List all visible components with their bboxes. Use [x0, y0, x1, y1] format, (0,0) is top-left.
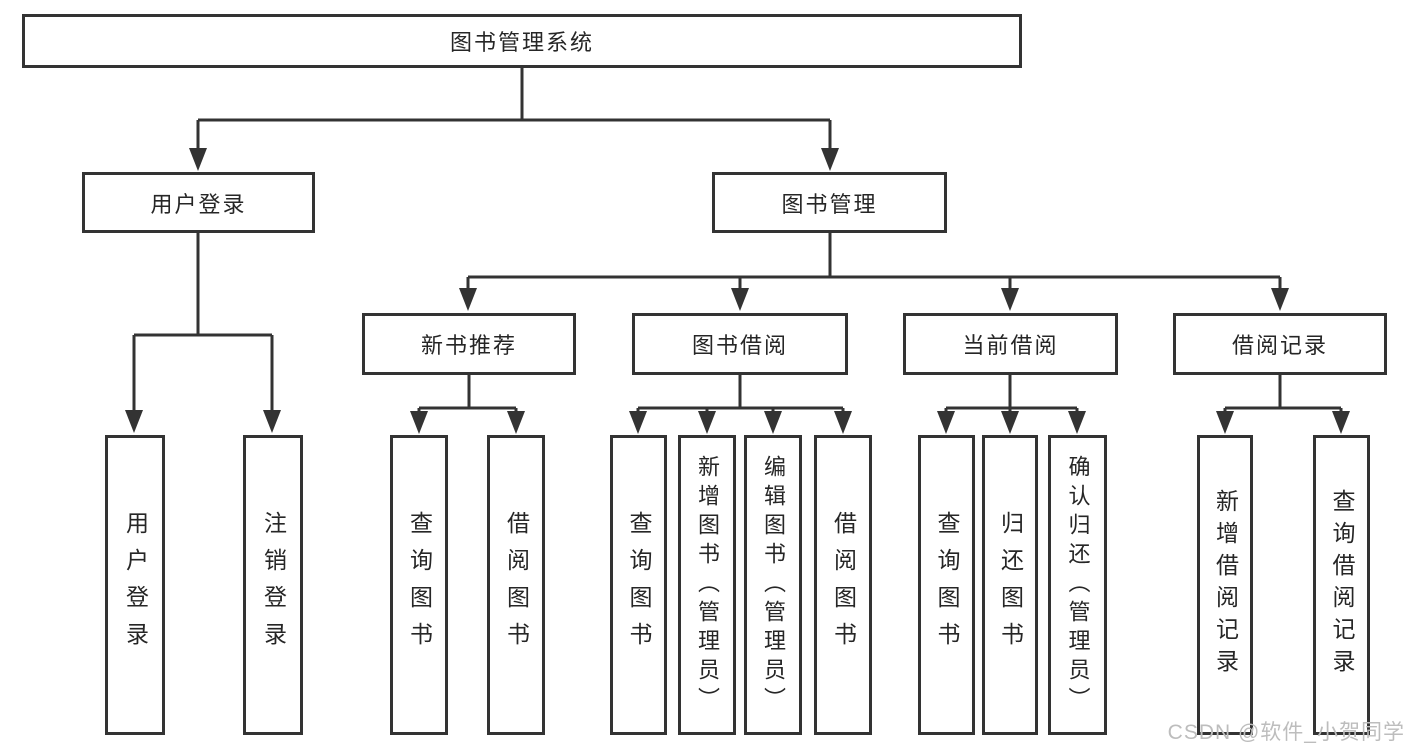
arrowheads-level2 — [189, 148, 839, 171]
node-user-login-label: 用户登录 — [150, 191, 247, 217]
connector-root-to-level2 — [196, 68, 832, 152]
node-leaf-current-query-book-label: 查询图书 — [934, 511, 960, 659]
node-user-login: 用户登录 — [82, 172, 315, 233]
node-borrow-record-label: 借阅记录 — [1231, 333, 1328, 358]
node-leaf-borrow-query-book-label: 查询图书 — [626, 511, 652, 659]
arrowheads-current-borrow-children — [937, 411, 1086, 434]
node-leaf-confirm-return-admin: 确认归还（管理员） — [1048, 435, 1107, 735]
arrowheads-book-borrow-children — [629, 411, 852, 434]
node-book-management: 图书管理 — [712, 172, 947, 233]
connector-book-borrow-children — [636, 375, 845, 416]
node-root: 图书管理系统 — [22, 14, 1022, 68]
node-leaf-current-query-book: 查询图书 — [918, 435, 975, 735]
arrowheads-user-login-children — [125, 410, 281, 433]
node-leaf-return-book-label: 归还图书 — [997, 511, 1024, 659]
node-new-book-recommend-label: 新书推荐 — [420, 333, 517, 358]
node-current-borrow-label: 当前借阅 — [962, 333, 1059, 358]
arrowheads-new-book-children — [410, 411, 525, 434]
connector-book-management-to-level3 — [466, 233, 1282, 292]
node-current-borrow: 当前借阅 — [903, 313, 1118, 375]
node-leaf-edit-book-admin: 编辑图书（管理员） — [744, 435, 802, 735]
node-leaf-recommend-borrow-book: 借阅图书 — [487, 435, 545, 735]
node-new-book-recommend: 新书推荐 — [362, 313, 576, 375]
arrowheads-borrow-record-children — [1216, 411, 1350, 434]
node-leaf-borrow-book: 借阅图书 — [814, 435, 872, 735]
connector-borrow-record-children — [1223, 375, 1343, 416]
connector-current-borrow-children — [944, 375, 1079, 416]
node-leaf-query-borrow-record: 查询借阅记录 — [1313, 435, 1370, 735]
node-leaf-query-borrow-record-label: 查询借阅记录 — [1329, 489, 1355, 681]
node-book-management-label: 图书管理 — [781, 191, 878, 217]
node-borrow-record: 借阅记录 — [1173, 313, 1387, 375]
node-leaf-logout-label: 注销登录 — [260, 511, 287, 659]
csdn-watermark: CSDN @软件_小贺同学 — [1167, 721, 1405, 744]
node-leaf-confirm-return-admin-label: 确认归还（管理员） — [1065, 454, 1091, 716]
arrowheads-level3 — [459, 288, 1289, 311]
node-leaf-add-book-admin: 新增图书（管理员） — [678, 435, 736, 735]
node-leaf-edit-book-admin-label: 编辑图书（管理员） — [761, 454, 786, 716]
node-leaf-add-book-admin-label: 新增图书（管理员） — [695, 454, 720, 716]
node-leaf-recommend-query-book: 查询图书 — [390, 435, 448, 735]
node-leaf-add-borrow-record-label: 新增借阅记录 — [1212, 489, 1239, 681]
node-book-borrow-label: 图书借阅 — [691, 333, 788, 358]
node-leaf-recommend-query-book-label: 查询图书 — [406, 511, 433, 659]
node-root-label: 图书管理系统 — [449, 30, 594, 55]
node-leaf-recommend-borrow-book-label: 借阅图书 — [503, 511, 530, 659]
node-leaf-user-login: 用户登录 — [105, 435, 165, 735]
node-book-borrow: 图书借阅 — [632, 313, 848, 375]
node-leaf-borrow-book-label: 借阅图书 — [830, 511, 857, 659]
node-leaf-return-book: 归还图书 — [982, 435, 1038, 735]
node-leaf-logout: 注销登录 — [243, 435, 303, 735]
node-leaf-add-borrow-record: 新增借阅记录 — [1197, 435, 1253, 735]
connector-new-book-children — [417, 375, 518, 416]
connector-user-login-children — [132, 233, 274, 414]
node-leaf-borrow-query-book: 查询图书 — [610, 435, 667, 735]
node-leaf-user-login-label: 用户登录 — [122, 511, 149, 659]
